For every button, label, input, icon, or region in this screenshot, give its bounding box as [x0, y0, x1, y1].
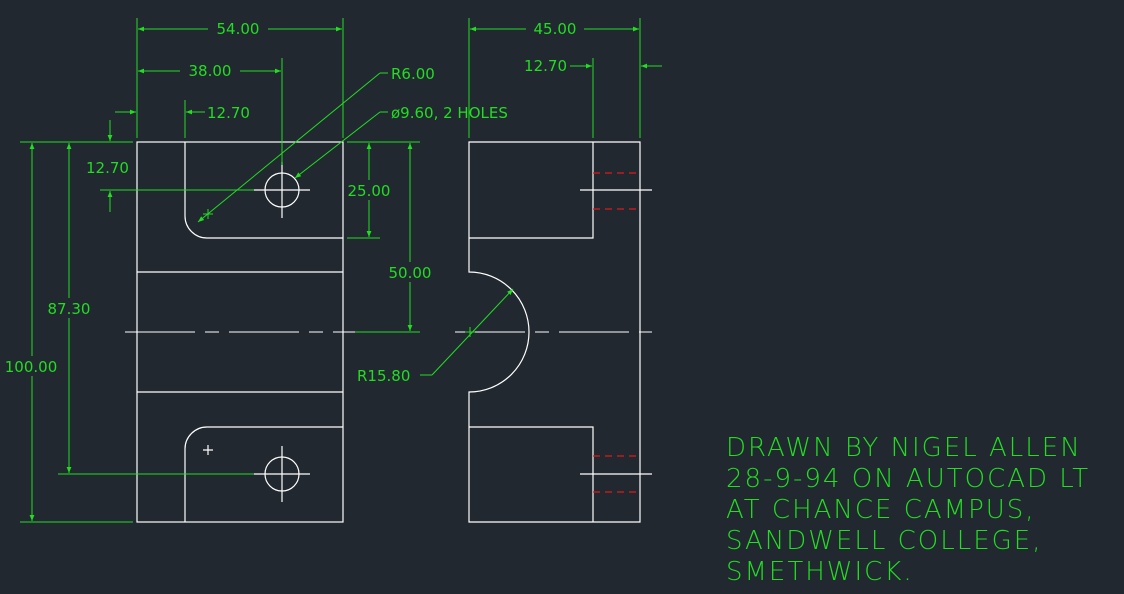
- leader-holes: [294, 111, 381, 179]
- dim-12-left: 12.70: [86, 159, 129, 177]
- fillet-center-mark: [203, 209, 213, 219]
- dim-100: 100.00: [5, 358, 58, 376]
- drawing-note: DRAWN BY NIGEL ALLEN 28-9-94 ON AUTOCAD …: [726, 433, 1090, 587]
- arc-center-mark: [465, 327, 475, 337]
- side-view-bottom-block: [469, 426, 594, 522]
- top-slot-outline: [184, 142, 343, 239]
- leader-r6: [197, 72, 381, 223]
- note-line-1: DRAWN BY NIGEL ALLEN: [726, 433, 1082, 463]
- note-line-2: 28-9-94 ON AUTOCAD LT: [726, 464, 1090, 494]
- bottom-slot-outline: [184, 426, 343, 522]
- dim-38: 38.00: [189, 62, 232, 80]
- dim-holes: ø9.60, 2 HOLES: [391, 104, 508, 122]
- note-line-4: SANDWELL COLLEGE,: [726, 526, 1042, 556]
- note-line-5: SMETHWICK.: [726, 557, 914, 587]
- dim-r15: R15.80: [357, 367, 410, 385]
- bottom-fillet-center-mark: [203, 445, 213, 455]
- dim-50: 50.00: [389, 264, 432, 282]
- dim-r6: R6.00: [391, 65, 435, 83]
- dim-25: 25.00: [348, 182, 391, 200]
- side-view-top-block: [469, 142, 594, 239]
- side-view: [455, 141, 652, 523]
- dim-54: 54.00: [217, 20, 260, 38]
- dimensions: 54.00 38.00 12.70 R6.00 ø9.60, 2 HOLES 1…: [2, 18, 662, 523]
- front-view: [125, 141, 355, 523]
- dim-87: 87.30: [48, 300, 91, 318]
- note-line-3: AT CHANCE CAMPUS,: [726, 495, 1036, 525]
- dim-12-side: 12.70: [524, 57, 567, 75]
- side-view-outline: [468, 141, 641, 523]
- dim-45: 45.00: [534, 20, 577, 38]
- dim-12-top: 12.70: [207, 104, 250, 122]
